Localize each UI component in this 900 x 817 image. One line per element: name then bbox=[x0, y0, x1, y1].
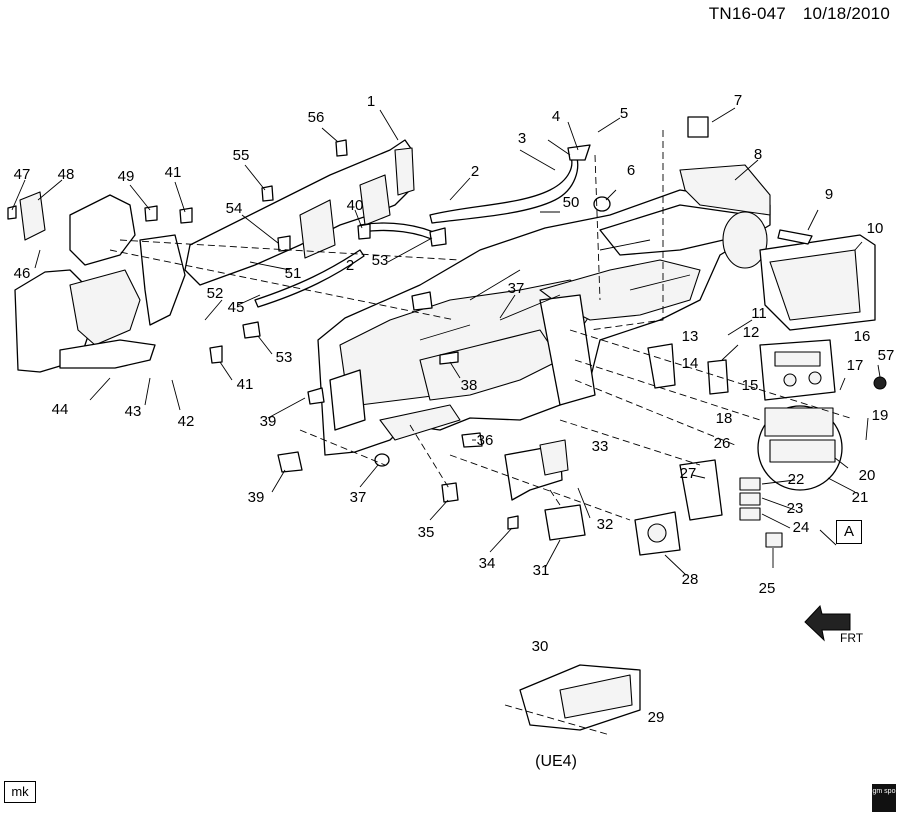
callout-34: 34 bbox=[479, 555, 496, 572]
callout-6: 6 bbox=[627, 162, 635, 179]
callout-35: 35 bbox=[418, 524, 435, 541]
callout-2: 2 bbox=[346, 257, 354, 274]
callout-10: 10 bbox=[867, 220, 884, 237]
callout-46: 46 bbox=[14, 265, 31, 282]
callout-53: 53 bbox=[372, 252, 389, 269]
callout-18: 18 bbox=[716, 410, 733, 427]
callout-20: 20 bbox=[859, 467, 876, 484]
callout-23: 23 bbox=[787, 500, 804, 517]
callout-33: 33 bbox=[592, 438, 609, 455]
callout-7: 7 bbox=[734, 92, 742, 109]
callout-14: 14 bbox=[682, 355, 699, 372]
instrument-panel-carrier bbox=[317, 164, 771, 456]
callout-45: 45 bbox=[228, 299, 245, 316]
center-bracket bbox=[504, 439, 569, 501]
callout-39: 39 bbox=[248, 489, 265, 506]
storage-compartment bbox=[519, 664, 641, 731]
callout-5: 5 bbox=[620, 105, 628, 122]
callout-37: 37 bbox=[350, 489, 367, 506]
glove-box-door bbox=[759, 234, 876, 331]
switch-module bbox=[544, 504, 586, 541]
callout-29: 29 bbox=[648, 709, 665, 726]
leader-lines bbox=[11, 107, 881, 736]
variant-label: (UE4) bbox=[535, 753, 577, 770]
callout-41: 41 bbox=[237, 376, 254, 393]
callout-24: 24 bbox=[793, 519, 810, 536]
callout-47: 47 bbox=[14, 166, 31, 183]
left-end-bracket bbox=[14, 191, 186, 373]
callout-31: 31 bbox=[533, 562, 550, 579]
callout-4: 4 bbox=[552, 108, 560, 125]
callout-12: 12 bbox=[743, 324, 760, 341]
callout-41: 41 bbox=[165, 164, 182, 181]
cross-car-beam bbox=[184, 139, 579, 308]
callout-2: 2 bbox=[471, 163, 479, 180]
callout-19: 19 bbox=[872, 407, 889, 424]
callout-48: 48 bbox=[58, 166, 75, 183]
callout-53: 53 bbox=[276, 349, 293, 366]
switch-bank bbox=[679, 459, 783, 548]
callout-11: 11 bbox=[751, 305, 767, 322]
callout-8: 8 bbox=[754, 146, 762, 163]
callout-numbers: 1 2 2 3 4 5 6 7 8 9 10 11 12 13 14 15 16… bbox=[14, 92, 895, 770]
callout-42: 42 bbox=[178, 413, 195, 430]
callout-17: 17 bbox=[847, 357, 864, 374]
diagram-date: 10/18/2010 bbox=[802, 4, 890, 23]
callout-39: 39 bbox=[260, 413, 277, 430]
callout-13: 13 bbox=[682, 328, 699, 345]
callout-56: 56 bbox=[308, 109, 325, 126]
callout-27: 27 bbox=[680, 465, 697, 482]
callout-30: 30 bbox=[532, 638, 549, 655]
hvac-control-detail bbox=[757, 405, 843, 491]
callout-54: 54 bbox=[226, 200, 243, 217]
callout-38: 38 bbox=[461, 377, 478, 394]
callout-51: 51 bbox=[285, 265, 302, 282]
callout-21: 21 bbox=[852, 489, 869, 506]
callout-32: 32 bbox=[597, 516, 614, 533]
callout-40: 40 bbox=[347, 197, 364, 214]
callout-28: 28 bbox=[682, 571, 699, 588]
callout-57: 57 bbox=[878, 347, 895, 364]
callout-55: 55 bbox=[233, 147, 250, 164]
gm-spo-logo: gm spo bbox=[872, 784, 896, 812]
callout-43: 43 bbox=[125, 403, 142, 420]
front-direction-arrow: FRT bbox=[804, 604, 864, 645]
frt-label: FRT bbox=[840, 631, 864, 645]
diagram-header: TN16-047 10/18/2010 bbox=[697, 4, 890, 24]
callout-9: 9 bbox=[825, 186, 833, 203]
mk-stamp: mk bbox=[4, 781, 36, 803]
callout-50: 50 bbox=[563, 194, 580, 211]
callout-3: 3 bbox=[518, 130, 526, 147]
callout-26: 26 bbox=[714, 435, 731, 452]
callout-44: 44 bbox=[52, 401, 69, 418]
callout-1: 1 bbox=[367, 93, 375, 110]
diagram-id: TN16-047 bbox=[708, 4, 786, 23]
callout-25: 25 bbox=[759, 580, 776, 597]
climate-control-knob-module bbox=[634, 511, 681, 556]
detail-a-box: A bbox=[836, 520, 862, 544]
callout-22: 22 bbox=[788, 471, 805, 488]
callout-16: 16 bbox=[854, 328, 871, 345]
radio-unit bbox=[759, 339, 836, 401]
callout-37: 37 bbox=[508, 280, 525, 297]
callout-15: 15 bbox=[742, 377, 759, 394]
callout-49: 49 bbox=[118, 168, 135, 185]
callout-52: 52 bbox=[207, 285, 224, 302]
callout-36: 36 bbox=[477, 432, 494, 449]
